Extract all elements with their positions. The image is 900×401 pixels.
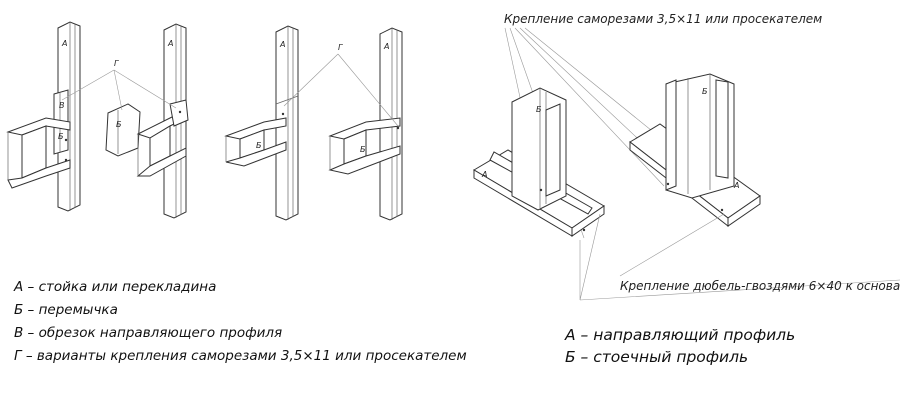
top-annotation: Крепление саморезами 3,5×11 или просекат… xyxy=(504,12,822,26)
label-a-4: А xyxy=(383,42,389,51)
label-g-2: Г xyxy=(338,43,343,52)
legend-right-item: А – направляющий профиль xyxy=(565,326,796,344)
leader-g-2 xyxy=(283,53,399,127)
label-b-3: Б xyxy=(256,141,262,150)
right-assembly-2 xyxy=(629,73,761,228)
label-a-1: А xyxy=(61,39,67,48)
label-g-1: Г xyxy=(114,59,119,68)
legend-right-item: Б – стоечный профиль xyxy=(565,348,749,366)
label-a-2: А xyxy=(167,39,173,48)
label-a-3: А xyxy=(279,40,285,49)
legend-left: А – стойка или перекладина Б – перемычка… xyxy=(14,276,467,368)
leader-g-1 xyxy=(61,69,177,111)
legend-left-item: Б – перемычка xyxy=(14,302,118,318)
label-v-1: В xyxy=(59,101,65,110)
label-b-4: Б xyxy=(360,145,366,154)
label-b-1: Б xyxy=(58,132,64,141)
bottom-annotation: Крепление дюбель-гвоздями 6×40 к основан… xyxy=(620,279,900,293)
label-b-right-2: Б xyxy=(702,87,708,96)
label-b-right-1: Б xyxy=(536,105,542,114)
right-assembly-1 xyxy=(473,87,605,237)
label-a-right-2: А xyxy=(733,181,739,190)
assembly-1-post-with-cutoff xyxy=(6,21,81,212)
label-a-right-1: А xyxy=(481,170,487,179)
assembly-3-post-with-jumper xyxy=(224,25,299,221)
label-b-2: Б xyxy=(116,120,122,129)
bottom-annotation-leaders xyxy=(579,213,900,301)
legend-left-item: А – стойка или перекладина xyxy=(14,279,217,295)
legend-left-item: В – обрезок направляющего профиля xyxy=(14,325,283,341)
assembly-4-post-with-jumper-tabs xyxy=(328,27,403,221)
assembly-2-post-with-tabs xyxy=(105,23,189,219)
legend-right: А – направляющий профиль Б – стоечный пр… xyxy=(565,324,795,368)
legend-left-item: Г – варианты крепления саморезами 3,5×11… xyxy=(14,348,467,364)
